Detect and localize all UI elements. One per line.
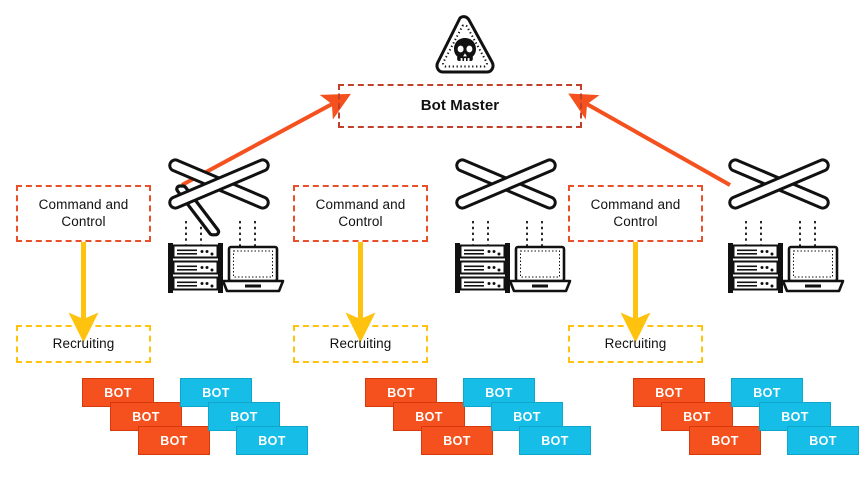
bot-card[interactable]: BOT: [236, 426, 308, 455]
bot-card-label: BOT: [387, 385, 415, 400]
arrow-to-bot-master-left: [181, 93, 351, 187]
bot-card-label: BOT: [711, 433, 739, 448]
skull-warning-triangle-icon: [435, 15, 495, 74]
bot-card-label: BOT: [513, 409, 541, 424]
bot-card-label: BOT: [258, 433, 286, 448]
command-and-control-box-1[interactable]: Command and Control: [16, 185, 151, 242]
bot-card-label: BOT: [160, 433, 188, 448]
bot-card-label: BOT: [202, 385, 230, 400]
laptop-icon: [508, 245, 572, 293]
bot-card-label: BOT: [753, 385, 781, 400]
recruiting-label: Recruiting: [52, 335, 115, 351]
bot-master-label: Bot Master: [420, 96, 500, 114]
command-and-control-label: Command and Control: [38, 196, 129, 229]
recruiting-label: Recruiting: [329, 335, 392, 351]
bot-card[interactable]: BOT: [138, 426, 210, 455]
server-rack-icon: [168, 243, 223, 293]
bot-card-label: BOT: [415, 409, 443, 424]
server-rack-icon: [728, 243, 783, 293]
bot-card-label: BOT: [781, 409, 809, 424]
recruiting-box-1[interactable]: Recruiting: [16, 325, 151, 363]
bot-card-label: BOT: [104, 385, 132, 400]
network-cross-icon: [455, 158, 557, 210]
bot-card-label: BOT: [809, 433, 837, 448]
recruiting-box-2[interactable]: Recruiting: [293, 325, 428, 363]
network-cluster-3: [728, 158, 845, 293]
bot-card[interactable]: BOT: [519, 426, 591, 455]
bot-card-label: BOT: [541, 433, 569, 448]
server-rack-icon: [455, 243, 510, 293]
bot-card[interactable]: BOT: [787, 426, 859, 455]
network-cross-icon-bars: [168, 158, 270, 210]
laptop-icon: [781, 245, 845, 293]
bot-master-box[interactable]: Bot Master: [338, 84, 582, 128]
bot-card[interactable]: BOT: [661, 402, 733, 431]
arrow-to-bot-master-right: [568, 93, 731, 187]
recruiting-label: Recruiting: [604, 335, 667, 351]
network-cross-icon: [175, 184, 221, 237]
command-and-control-label: Command and Control: [315, 196, 406, 229]
network-cluster-1: [168, 158, 285, 293]
recruiting-box-3[interactable]: Recruiting: [568, 325, 703, 363]
bot-card-label: BOT: [230, 409, 258, 424]
command-and-control-label: Command and Control: [590, 196, 681, 229]
bot-card-label: BOT: [132, 409, 160, 424]
command-and-control-box-3[interactable]: Command and Control: [568, 185, 703, 242]
laptop-icon: [221, 245, 285, 293]
bot-card-label: BOT: [485, 385, 513, 400]
bot-card-label: BOT: [443, 433, 471, 448]
network-cluster-2: [455, 158, 572, 293]
command-and-control-box-2[interactable]: Command and Control: [293, 185, 428, 242]
bot-card-label: BOT: [655, 385, 683, 400]
bot-card[interactable]: BOT: [421, 426, 493, 455]
network-cross-icon: [728, 158, 830, 210]
bot-card[interactable]: BOT: [689, 426, 761, 455]
bot-card-label: BOT: [683, 409, 711, 424]
